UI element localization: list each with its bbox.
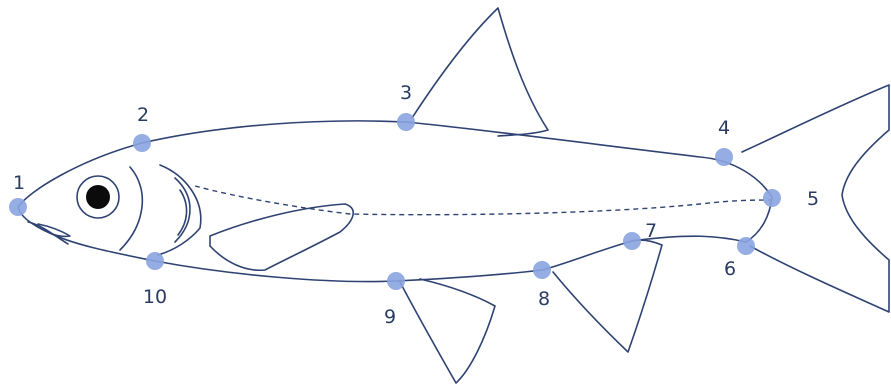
landmark-10-label: 10 bbox=[143, 286, 167, 308]
landmark-6-label: 6 bbox=[724, 258, 736, 280]
landmark-8-dot bbox=[533, 261, 551, 279]
landmark-5-label: 5 bbox=[807, 188, 819, 210]
landmark-10-dot bbox=[146, 252, 164, 270]
landmark-2-label: 2 bbox=[137, 104, 149, 126]
landmark-8-label: 8 bbox=[538, 288, 550, 310]
operculum-line-1 bbox=[119, 166, 144, 251]
landmark-10: 10 bbox=[143, 252, 167, 308]
landmark-3: 3 bbox=[397, 82, 415, 131]
lateral-line bbox=[194, 185, 773, 216]
landmark-4-dot bbox=[715, 148, 733, 166]
landmark-8: 8 bbox=[533, 261, 551, 310]
landmark-9-dot bbox=[387, 272, 405, 290]
mouth-line bbox=[27, 221, 69, 245]
landmark-2: 2 bbox=[133, 104, 151, 152]
operculum-line-2 bbox=[157, 164, 202, 256]
landmark-5: 5 bbox=[763, 188, 819, 210]
landmark-6-dot bbox=[737, 237, 755, 255]
pelvic-fin bbox=[399, 278, 496, 384]
eye-outer bbox=[76, 175, 120, 219]
landmark-5-dot bbox=[763, 189, 781, 207]
landmark-9: 9 bbox=[384, 272, 405, 328]
landmark-4: 4 bbox=[715, 117, 733, 166]
anal-fin bbox=[552, 239, 663, 353]
pectoral-fin bbox=[209, 203, 354, 272]
operculum-line-3 bbox=[174, 177, 191, 243]
landmark-7: 7 bbox=[623, 220, 657, 250]
eye-pupil bbox=[86, 185, 110, 209]
landmark-6: 6 bbox=[724, 237, 755, 280]
landmark-2-dot bbox=[133, 134, 151, 152]
fish-body-outline bbox=[17, 120, 773, 283]
landmark-3-label: 3 bbox=[400, 82, 412, 104]
jaw-line bbox=[35, 223, 71, 238]
dorsal-fin bbox=[411, 7, 549, 137]
landmark-1-label: 1 bbox=[13, 172, 25, 194]
landmark-7-dot bbox=[623, 232, 641, 250]
landmark-7-label: 7 bbox=[645, 220, 657, 242]
landmark-1: 1 bbox=[9, 172, 27, 216]
operculum-line-4 bbox=[177, 189, 188, 236]
landmark-1-dot bbox=[9, 198, 27, 216]
caudal-fin bbox=[741, 84, 890, 313]
landmark-3-dot bbox=[397, 113, 415, 131]
landmark-4-label: 4 bbox=[718, 117, 730, 139]
landmark-9-label: 9 bbox=[384, 306, 396, 328]
